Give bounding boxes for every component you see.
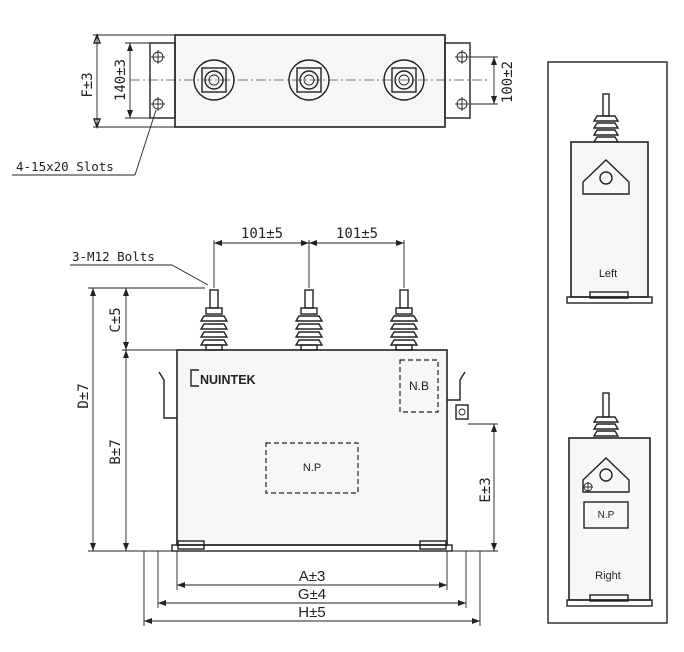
bushing-2 [294,289,324,351]
front-foot-right [419,540,447,550]
dim-bottom: A±3 G±4 H±5 [143,551,481,626]
dim-vertical-left: C±5 D±7 B±7 [76,287,205,552]
right-label: Right [595,570,621,582]
top-body [174,34,446,128]
front-view: 101±5 101±5 3-M12 Bolts C±5 D±7 B±7 [70,226,498,626]
top-bracket-left [149,42,176,119]
bushing-3 [389,289,419,351]
bolts-label: 3-M12 Bolts [72,249,155,264]
pitch-right-label: 101±5 [336,226,378,242]
dim-100: 100±2 [470,56,516,105]
front-base [171,544,453,552]
side-views-panel: Left N.P Right [547,61,668,624]
dim-g-label: G±4 [298,586,326,603]
dim-100-label: 100±2 [500,61,516,103]
dim-a-label: A±3 [299,568,326,585]
dim-pitch: 101±5 101±5 [213,226,405,288]
np-box [265,442,359,494]
top-terminal-2 [288,59,330,101]
side-view-left: Left [566,93,653,304]
slot-left-bottom [151,97,165,111]
dim-e: E±3 [452,423,498,552]
bolts-leader: 3-M12 Bolts [70,249,209,286]
dim-140: 140±3 [113,42,150,119]
side-view-right: N.P Right [566,392,653,607]
right-np-box [583,501,629,529]
top-view: F±3 140±3 100±2 4-15x20 Slots [12,33,516,176]
dim-e-label: E±3 [478,477,494,502]
dim-f-label: F±3 [80,72,96,97]
side-frame [547,61,668,624]
dim-h-label: H±5 [298,604,325,621]
slot-right-bottom [455,97,469,111]
nb-label: N.B [409,379,429,393]
nuintek-logo: NUINTEK [190,369,256,387]
dim-d-label: D±7 [76,383,92,408]
bushing-1 [199,289,229,351]
np-label: N.P [303,462,321,474]
slots-label: 4-15x20 Slots [16,159,114,174]
slots-leader: 4-15x20 Slots [12,109,157,176]
top-terminal-3 [383,59,425,101]
dim-f: F±3 [80,33,175,129]
dim-b-label: B±7 [108,439,124,464]
front-foot-left [177,540,205,550]
front-bracket-left [158,371,177,419]
top-terminal-1 [193,59,235,101]
dim-c-label: C±5 [108,307,124,332]
right-np-label: N.P [598,510,615,521]
slot-right-top [455,50,469,64]
ground-terminal [455,404,469,420]
dim-140-label: 140±3 [113,59,129,101]
top-bracket-right [444,42,471,119]
brand-text: NUINTEK [200,373,256,387]
pitch-left-label: 101±5 [241,226,283,242]
slot-left-top [151,50,165,64]
left-label: Left [599,268,617,280]
nb-box [399,359,439,413]
front-bracket-right [447,371,466,401]
